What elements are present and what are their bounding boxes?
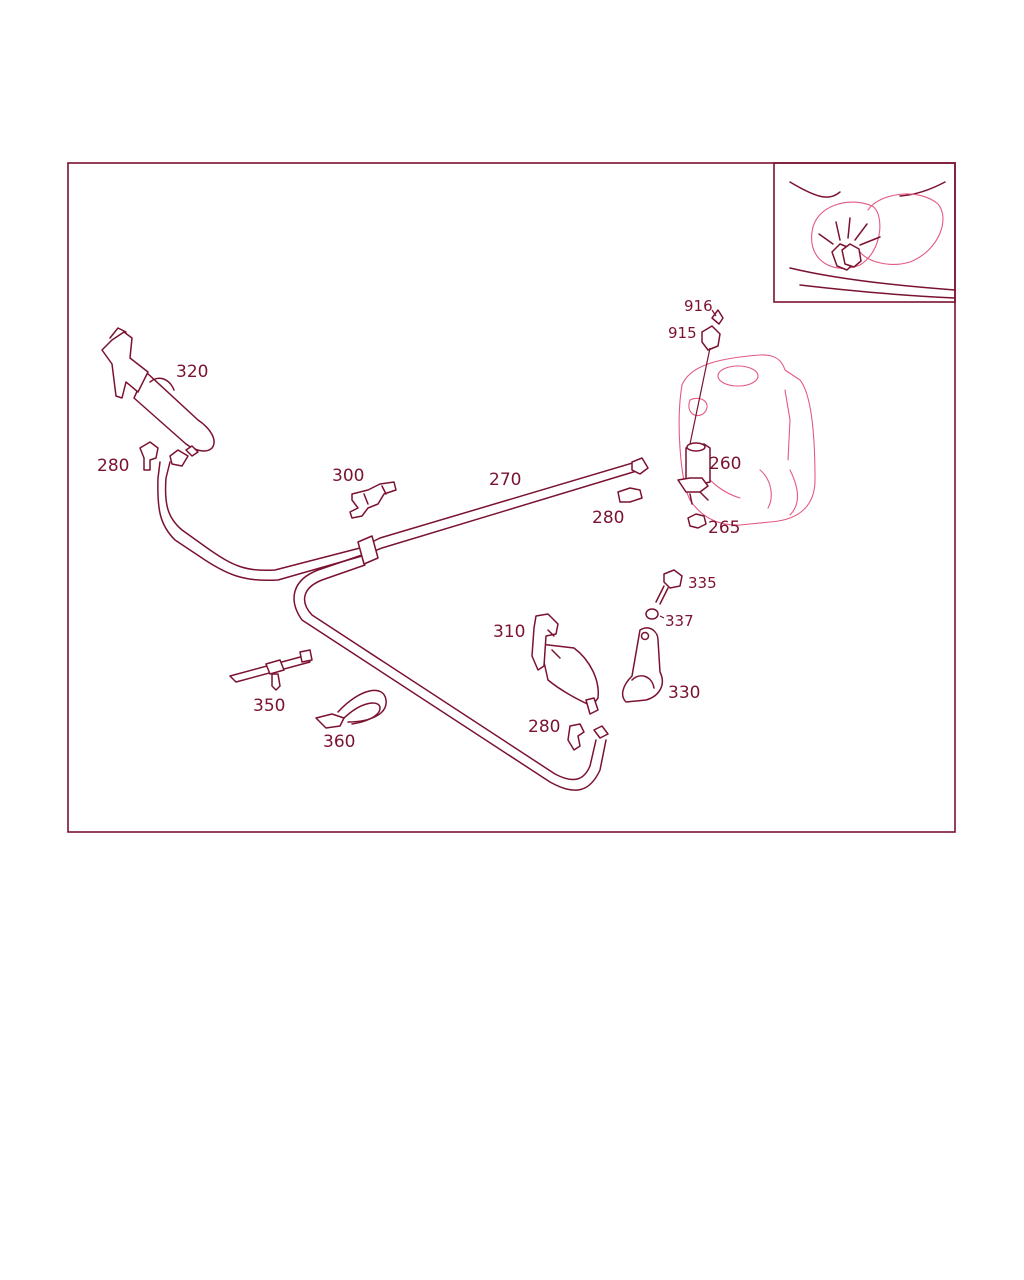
inset-view — [773, 162, 956, 303]
hose-connector-280-right — [617, 487, 643, 503]
leader-915 — [689, 347, 711, 445]
hose-connector-280-left — [139, 441, 199, 471]
grommet-265 — [687, 513, 707, 529]
t-connector-300 — [349, 481, 397, 519]
callout-310: 310 — [493, 622, 525, 642]
callout-360: 360 — [323, 732, 355, 752]
washer-337 — [645, 608, 659, 620]
callout-280-right: 280 — [592, 508, 624, 528]
washer-nozzle-310 — [531, 613, 599, 715]
fluid-reservoir-outline — [678, 354, 816, 526]
washer-pump-260 — [677, 442, 711, 505]
leader-337 — [659, 615, 665, 619]
screw-335 — [655, 569, 683, 605]
callout-280-left: 280 — [97, 456, 129, 476]
hose-end-fitting — [631, 457, 649, 475]
callout-320: 320 — [176, 362, 208, 382]
callout-300: 300 — [332, 466, 364, 486]
hose-clip — [357, 535, 379, 565]
callout-260: 260 — [709, 454, 741, 474]
cable-tie-350 — [229, 649, 313, 691]
callout-337: 337 — [665, 612, 694, 630]
callout-280-bottom: 280 — [528, 717, 560, 737]
hose-270 — [157, 461, 641, 791]
part-915 — [701, 325, 721, 351]
cable-strap-360 — [315, 689, 387, 729]
hose-connector-280-bottom — [567, 723, 609, 751]
diagram-frame — [67, 162, 956, 833]
callout-915: 915 — [668, 324, 697, 342]
callout-330: 330 — [668, 683, 700, 703]
washer-nozzle-320 — [101, 327, 215, 452]
callout-350: 350 — [253, 696, 285, 716]
leader-916 — [711, 309, 717, 317]
part-916 — [711, 309, 724, 325]
callout-916: 916 — [684, 297, 713, 315]
bracket-330 — [621, 627, 664, 703]
callout-270: 270 — [489, 470, 521, 490]
callout-335: 335 — [688, 574, 717, 592]
callout-265: 265 — [708, 518, 740, 538]
